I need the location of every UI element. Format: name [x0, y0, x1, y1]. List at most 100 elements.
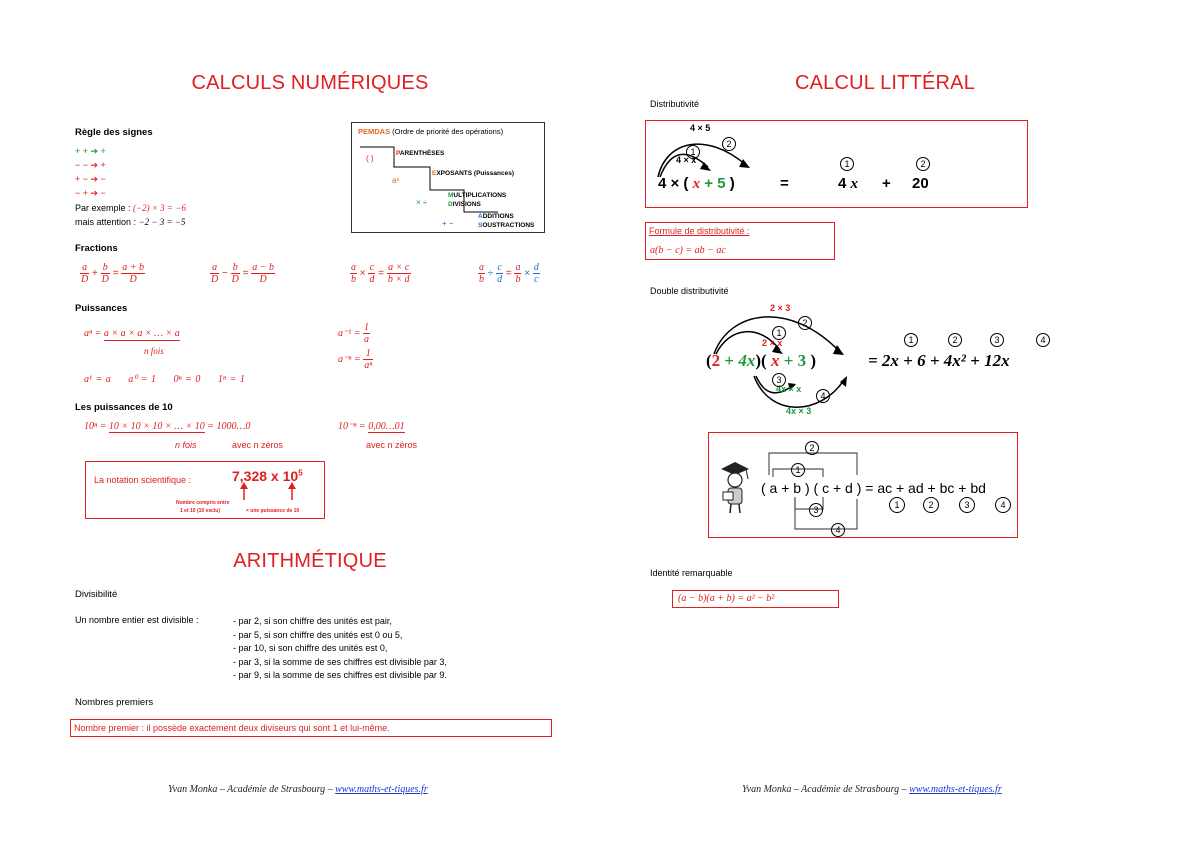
title-calculs-numeriques: CALCULS NUMÉRIQUES [191, 72, 429, 94]
sign-example-prefix: Par exemple : [75, 203, 134, 213]
power10-avec-zeros: avec n zéros [232, 440, 284, 450]
distrib-equals: = [780, 175, 789, 192]
distrib-step-circle-2: 2 [722, 137, 736, 151]
foil-result-circle-3: 3 [959, 497, 975, 513]
double-result-circle-1: 1 [904, 333, 918, 347]
double-step-circle-4: 4 [816, 389, 830, 403]
distributivity-arrows [657, 143, 750, 178]
footer-link-left[interactable]: www.maths-et-tiques.fr [335, 784, 428, 795]
sign-attention: mais attention : −2 − 3 = −5 [75, 217, 185, 227]
label-nombres-premiers: Nombres premiers [75, 697, 154, 708]
double-result-circle-2: 2 [948, 333, 962, 347]
footer-link-right[interactable]: www.maths-et-tiques.fr [909, 784, 1002, 795]
power-definition: aⁿ = a × a × a × … × a [84, 328, 180, 341]
divisibility-rule: - par 2, si son chiffre des unités est p… [233, 616, 392, 626]
double-label-4x3: 4x × 3 [786, 406, 812, 416]
prime-definition: Nombre premier : il possède exactement d… [74, 723, 390, 733]
divisibility-rule: - par 9, si la somme de ses chiffres est… [233, 670, 447, 680]
sign-example: Par exemple : (−2) × 3 = −6 [75, 203, 186, 213]
formula-distributivity-label: Formule de distributivité : [649, 226, 750, 236]
identity-formula: (a − b)(a + b) = a² − b² [678, 593, 775, 604]
power10-n-fois: n fois [175, 440, 197, 450]
foil-circle-2-top: 2 [805, 441, 819, 455]
foil-circle-4-bottom: 4 [831, 523, 845, 537]
pemdas-symbol-exponents: aⁿ [392, 176, 400, 185]
label-regle-des-signes: Règle des signes [75, 127, 153, 138]
distrib-result-circle-2: 2 [916, 157, 930, 171]
distrib-result-circle-1: 1 [840, 157, 854, 171]
divisibility-rules: - par 2, si son chiffre des unités est p… [233, 615, 447, 683]
pemdas-symbol-parentheses: ( ) [366, 154, 374, 163]
foil-result-circle-1: 1 [889, 497, 905, 513]
scientific-note-3: × une puissance de 10 [246, 508, 300, 514]
double-expression: (2 + 4x)( x + 3 ) [706, 351, 817, 370]
sign-example-math: (−2) × 3 = −6 [133, 203, 186, 213]
distributivity-box: 4 × 5 4 × x 1 2 4 × ( x + 5 ) = 1 2 4 x … [645, 120, 1028, 208]
double-distributivity-arrows [713, 316, 847, 408]
scientific-note-2: 1 et 10 (10 exclu) [180, 508, 221, 514]
sign-rule-3: + − ➔ − [75, 174, 106, 184]
power10-avec-zeros-negative: avec n zéros [366, 440, 418, 450]
pemdas-step-exponents: EXPOSANTS (Puissances) [432, 170, 515, 177]
foil-result-circle-4: 4 [995, 497, 1011, 513]
graduate-character-icon [721, 462, 749, 514]
scientific-label: La notation scientifique : [94, 475, 192, 485]
pemdas-subtitle: (Ordre de priorité des opérations) [390, 127, 504, 136]
distrib-step-circle-1: 1 [686, 145, 700, 159]
formula-distributivity: a(b − c) = ab − ac [650, 245, 726, 256]
label-identite-remarquable: Identité remarquable [650, 568, 733, 578]
pemdas-symbol-addsub: + − [442, 219, 454, 228]
sign-attention-math: −2 − 3 = −5 [138, 217, 186, 227]
distrib-expression: 4 × ( x + 5 ) [658, 175, 735, 192]
pemdas-symbol-multdiv: × ÷ [416, 198, 428, 207]
divisibility-intro: Un nombre entier est divisible : [75, 615, 199, 625]
scientific-arrows [240, 482, 296, 500]
title-arithmetique: ARITHMÉTIQUE [233, 550, 387, 572]
title-calcul-litteral: CALCUL LITTÉRAL [794, 72, 976, 94]
label-puissances-de-10: Les puissances de 10 [75, 402, 173, 413]
pemdas-box: PEMDAS (Ordre de priorité des opérations… [351, 122, 545, 233]
pemdas-acronym: PEMDAS [358, 127, 391, 136]
pemdas-step-multdiv: MULTIPLICATIONS DIVISIONS [448, 192, 507, 208]
distrib-term-2: 20 [912, 175, 929, 192]
foil-circle-3-bottom: 3 [809, 503, 823, 517]
pemdas-staircase [360, 146, 498, 213]
double-step-circle-3: 3 [772, 373, 786, 387]
power-special-cases: a¹ = a a⁰ = 1 0ⁿ = 0 1ⁿ = 1 [84, 374, 245, 385]
pemdas-step-parentheses: PARENTHÈSES [396, 150, 445, 157]
double-label-2x3: 2 × 3 [770, 303, 791, 313]
sign-rule-2: − − ➔ + [75, 160, 106, 170]
foil-expression: ( a + b ) ( c + d ) = ac + ad + bc + bd [761, 480, 986, 496]
power10-positive: 10ⁿ = 10 × 10 × 10 × … × 10 = 1000…0 [84, 421, 251, 433]
footer-right: Yvan Monka – Académie de Strasbourg – ww… [742, 784, 1002, 795]
identity-box: (a − b)(a + b) = a² − b² [672, 590, 839, 608]
double-step-circle-2: 2 [798, 316, 812, 330]
divisibility-rule: - par 10, si son chiffre des unités est … [233, 643, 388, 653]
distrib-label-low: 4 × x [676, 155, 697, 165]
power-n-fois: n fois [144, 346, 164, 356]
label-distributivite: Distributivité [650, 99, 700, 109]
sign-rule-1: + + ➔ + [75, 146, 106, 156]
double-result-circle-4: 4 [1036, 333, 1050, 347]
foil-circle-1-top: 1 [791, 463, 805, 477]
power10-negative: 10⁻ⁿ = 0,00…01 [338, 421, 405, 433]
divisibility-rule: - par 3, si la somme de ses chiffres est… [233, 656, 447, 667]
footer-left: Yvan Monka – Académie de Strasbourg – ww… [168, 784, 428, 795]
label-double-distributivite: Double distributivité [650, 286, 729, 296]
label-puissances: Puissances [75, 303, 128, 314]
sign-rule-4: − + ➔ − [75, 188, 106, 198]
double-step-circle-1: 1 [772, 326, 786, 340]
power-product: a × a × a × … × a [103, 328, 180, 341]
scientific-notation-box: La notation scientifique : 7,328 x 105 N… [85, 461, 325, 519]
foil-result-circle-2: 2 [923, 497, 939, 513]
pemdas-title: PEMDAS (Ordre de priorité des opérations… [358, 127, 503, 136]
prime-definition-box: Nombre premier : il possède exactement d… [70, 719, 552, 737]
divisibility-rule: - par 5, si son chiffre des unités est 0… [233, 629, 403, 640]
double-result-circle-3: 3 [990, 333, 1004, 347]
